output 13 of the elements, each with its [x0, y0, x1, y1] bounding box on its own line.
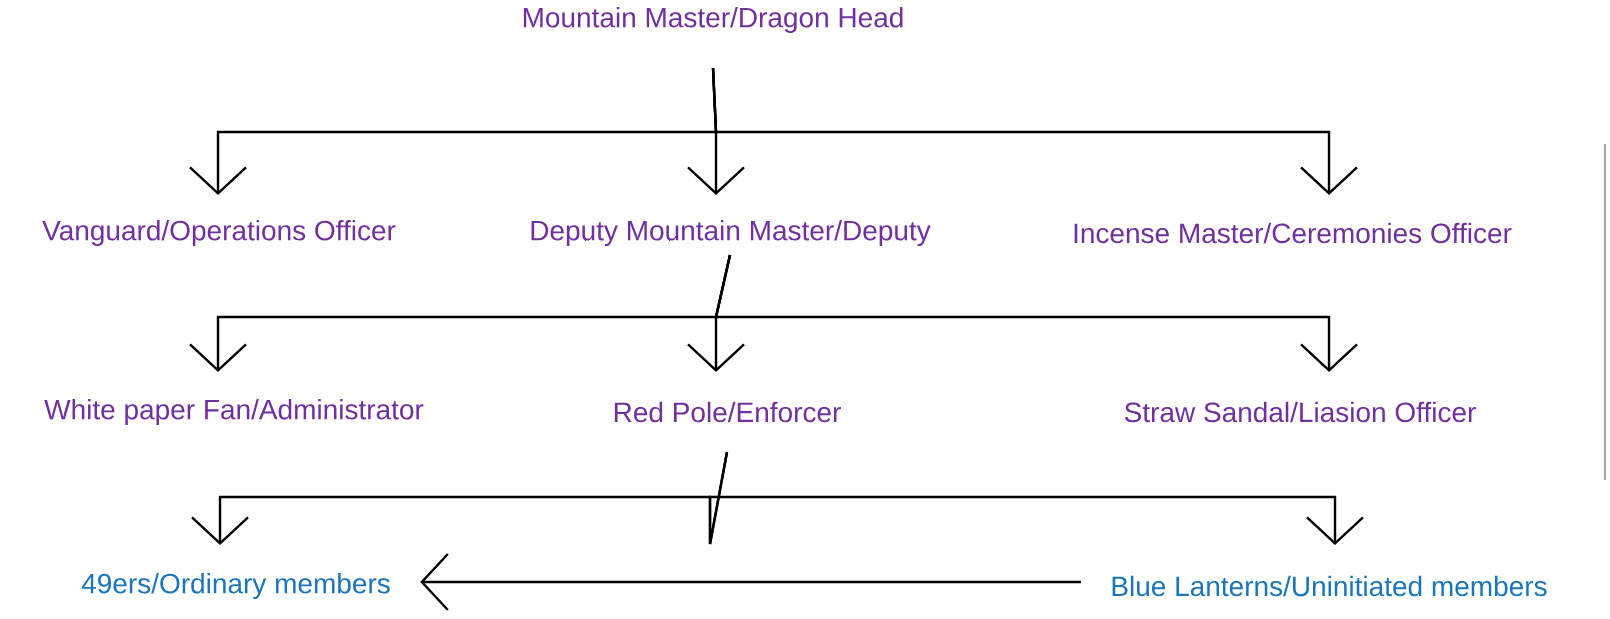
arrow [420, 553, 1081, 611]
arrow [708, 451, 1364, 546]
title-text: Red Pole/Enforcer [614, 401, 841, 423]
arrow [714, 254, 1358, 372]
title-text: Vanguard/Operations Officer [42, 219, 396, 247]
title-text: White paper Fan/Administrator [44, 398, 424, 426]
title-text: Blue Lanterns/Uninitiated members [1112, 575, 1547, 597]
title-text: Incense Master/Ceremonies Officer [1074, 222, 1512, 244]
title-text: Straw Sandal/Liasion Officer [1124, 401, 1476, 423]
title-text: Mountain Master/Dragon Head [523, 6, 903, 34]
title-text: 49ers/Ordinary members [81, 572, 390, 600]
title-text: Deputy Mountain Master/Deputy [531, 219, 931, 247]
arrow [711, 67, 1358, 195]
